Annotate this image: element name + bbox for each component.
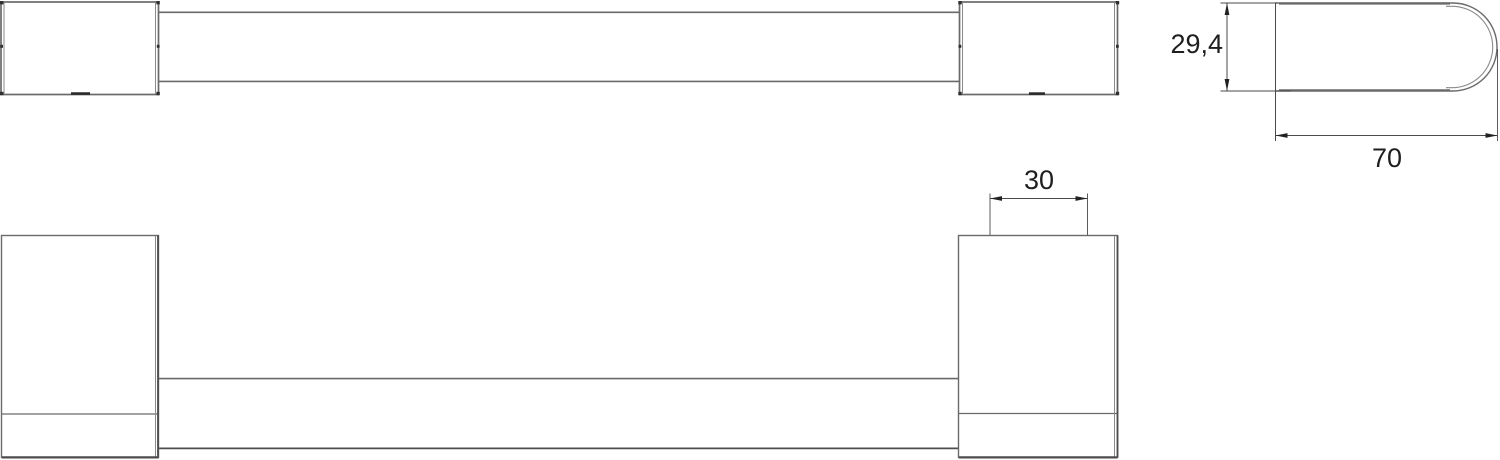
top-view-right-endcap [958, 1, 1120, 96]
dim-label-profile-height: 29,4 [1170, 29, 1223, 59]
dim-label-profile-depth: 70 [1372, 143, 1402, 173]
vertex-dots [958, 1, 1120, 96]
front-view-bar [158, 377, 959, 450]
front-view-left-endcap [0, 234, 160, 459]
top-view-bar [158, 11, 960, 83]
dim-label-endcap-width: 30 [1024, 165, 1054, 195]
front-view: 30 [0, 165, 1119, 459]
side-profile-view: 29,4 70 [1170, 2, 1498, 173]
dimension-endcap-width: 30 [989, 165, 1088, 235]
vertex-dots [0, 1, 160, 96]
dimension-profile-height: 29,4 [1170, 2, 1291, 92]
front-view-right-endcap [957, 234, 1119, 459]
profile-outline [1275, 2, 1498, 92]
profile-inner-contour [1446, 5, 1494, 89]
top-view [0, 1, 1120, 96]
top-view-left-endcap [0, 1, 160, 96]
dimension-profile-depth: 70 [1275, 49, 1498, 173]
